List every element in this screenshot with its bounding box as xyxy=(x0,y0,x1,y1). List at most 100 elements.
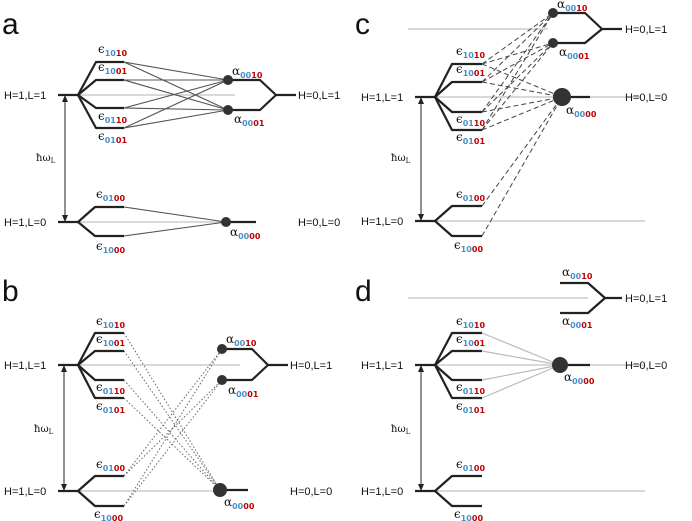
state-label: H=1,L=1 xyxy=(361,92,403,104)
symbol-label: ϵ1000 xyxy=(454,507,483,521)
alpha-node xyxy=(552,357,568,373)
svg-text:α0001: α0001 xyxy=(562,314,593,330)
svg-text:ϵ0101: ϵ0101 xyxy=(456,399,485,415)
energy-gap-arrow xyxy=(61,365,67,491)
state-label: H=0,L=1 xyxy=(298,90,340,102)
state-label: H=1,L=1 xyxy=(4,360,46,372)
energy-gap-arrow xyxy=(62,95,68,222)
symbol-label: ϵ0101 xyxy=(456,130,485,146)
transition-links xyxy=(481,12,563,237)
svg-text:ϵ1001: ϵ1001 xyxy=(456,62,485,78)
symbol-label: ϵ0110 xyxy=(456,380,485,396)
svg-text:α0000: α0000 xyxy=(230,225,261,241)
symbol-label: ϵ0110 xyxy=(98,109,127,125)
svg-text:ϵ1000: ϵ1000 xyxy=(94,507,123,521)
symbol-label: ϵ1010 xyxy=(96,314,125,330)
symbol-label: ϵ0100 xyxy=(96,187,125,203)
symbol-label: α0000 xyxy=(224,495,255,511)
symbol-label: ϵ0110 xyxy=(456,112,485,128)
symbol-label: ϵ0101 xyxy=(456,399,485,415)
svg-text:α0010: α0010 xyxy=(557,0,588,13)
svg-text:ϵ0101: ϵ0101 xyxy=(98,129,127,145)
symbol-label: ϵ0100 xyxy=(456,457,485,473)
svg-text:ϵ0101: ϵ0101 xyxy=(96,399,125,415)
state-label: H=1,L=1 xyxy=(361,360,403,372)
fork-upper-right xyxy=(222,347,288,382)
svg-text:ϵ1010: ϵ1010 xyxy=(96,314,125,330)
symbol-label: α0010 xyxy=(557,0,588,13)
state-label: H=0,L=0 xyxy=(290,486,332,498)
svg-text:ϵ1000: ϵ1000 xyxy=(454,507,483,521)
panel-d-label: d xyxy=(355,275,372,308)
svg-text:α0001: α0001 xyxy=(228,383,259,399)
state-label: H=0,L=0 xyxy=(298,217,340,229)
state-label: H=0,L=0 xyxy=(625,360,667,372)
state-label: H=1,L=0 xyxy=(4,217,46,229)
svg-text:ϵ1001: ϵ1001 xyxy=(456,332,485,348)
symbol-label: α0000 xyxy=(566,103,597,119)
symbol-label: α0010 xyxy=(232,64,263,80)
symbol-label: ϵ1010 xyxy=(456,44,485,60)
symbol-label: ϵ1010 xyxy=(98,42,127,58)
alpha-node xyxy=(548,8,558,18)
panel-d: d xyxy=(355,265,667,521)
symbol-label: ϵ1000 xyxy=(454,238,483,254)
svg-text:ϵ1000: ϵ1000 xyxy=(454,238,483,254)
symbol-label: ϵ1001 xyxy=(96,332,125,348)
svg-text:ϵ1010: ϵ1010 xyxy=(98,42,127,58)
symbol-label: ϵ1001 xyxy=(456,62,485,78)
fork-lower-left xyxy=(58,205,124,238)
symbol-label: ϵ0100 xyxy=(96,457,125,473)
alpha-node xyxy=(221,217,231,227)
symbol-label: ϵ1001 xyxy=(98,60,127,76)
fork-top-right xyxy=(553,11,622,45)
panel-a: a xyxy=(2,8,340,255)
fork-upper-right xyxy=(228,78,296,112)
symbol-label: ϵ1000 xyxy=(94,507,123,521)
svg-text:ϵ0110: ϵ0110 xyxy=(96,380,125,396)
svg-text:ϵ1000: ϵ1000 xyxy=(96,239,125,255)
fork-lower-left xyxy=(415,474,482,508)
energy-gap-arrow xyxy=(418,365,424,491)
svg-text:ϵ0100: ϵ0100 xyxy=(456,457,485,473)
panel-c: c xyxy=(355,0,667,254)
state-label: H=0,L=1 xyxy=(625,24,667,36)
symbol-label: α0001 xyxy=(234,112,265,128)
svg-text:ϵ0110: ϵ0110 xyxy=(456,112,485,128)
svg-text:ϵ1010: ϵ1010 xyxy=(456,314,485,330)
state-label: H=0,L=1 xyxy=(625,293,667,305)
state-label: H=0,L=0 xyxy=(625,92,667,104)
fork-top-right xyxy=(560,281,622,315)
panel-b-label: b xyxy=(2,275,19,308)
symbol-label: α0000 xyxy=(564,370,595,386)
fork-lower-left xyxy=(415,204,482,238)
symbol-label: α0001 xyxy=(559,45,590,61)
svg-text:α0000: α0000 xyxy=(564,370,595,386)
svg-text:α0010: α0010 xyxy=(226,332,257,348)
transition-links xyxy=(481,332,561,399)
alpha-node xyxy=(223,105,233,115)
energy-gap-label: ħωL xyxy=(36,153,56,165)
svg-text:ϵ1001: ϵ1001 xyxy=(98,60,127,76)
alpha-node xyxy=(217,344,227,354)
transition-links xyxy=(123,61,229,237)
state-label: H=1,L=1 xyxy=(4,90,46,102)
state-label: H=1,L=0 xyxy=(361,216,403,228)
svg-text:ϵ0110: ϵ0110 xyxy=(98,109,127,125)
svg-text:α0000: α0000 xyxy=(566,103,597,119)
transition-links xyxy=(123,332,223,507)
panel-a-label: a xyxy=(2,8,19,41)
fork-upper-left xyxy=(58,331,124,400)
energy-gap-label: ħωL xyxy=(391,424,411,436)
alpha-node xyxy=(223,75,233,85)
symbol-label: ϵ0110 xyxy=(96,380,125,396)
svg-text:α0000: α0000 xyxy=(224,495,255,511)
symbol-label: α0001 xyxy=(562,314,593,330)
svg-text:ϵ0100: ϵ0100 xyxy=(456,187,485,203)
svg-text:ϵ1001: ϵ1001 xyxy=(96,332,125,348)
symbol-label: α0010 xyxy=(226,332,257,348)
svg-text:α0010: α0010 xyxy=(562,265,593,281)
energy-gap-arrow xyxy=(418,97,424,221)
svg-text:ϵ0100: ϵ0100 xyxy=(96,187,125,203)
